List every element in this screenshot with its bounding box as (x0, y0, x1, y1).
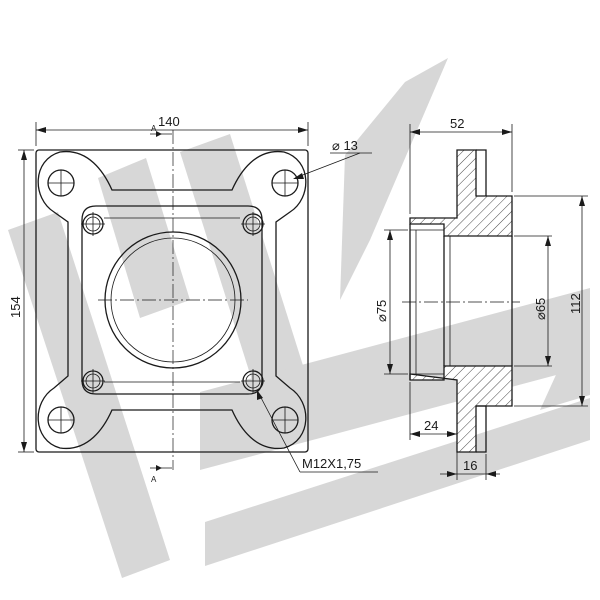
front-view: 140 A A 154 ⌀ 13 (8, 114, 378, 484)
dimension-side-height (514, 195, 588, 407)
leader-thread (257, 390, 378, 473)
spigot-label: 24 (424, 418, 438, 433)
watermark-logo (8, 58, 590, 578)
dimension-spigot (409, 382, 458, 454)
dimension-width-label: 140 (158, 114, 180, 129)
dimension-inner-dia (514, 235, 552, 367)
inner-dia-label: ⌀65 (533, 298, 548, 320)
inner-boss (81, 205, 263, 395)
plate-outline (35, 149, 309, 453)
leader-hole-dia (293, 152, 372, 179)
upper-section-wall (409, 149, 513, 237)
dimension-outer-dia (384, 229, 408, 375)
hole-dia-label: ⌀ 13 (332, 138, 358, 153)
section-mark-top-label: A (151, 124, 157, 133)
dimension-height-label: 154 (8, 296, 23, 318)
section-mark-top (150, 131, 172, 137)
dimension-length (409, 124, 513, 214)
dimension-flange (440, 454, 500, 480)
dimension-height (18, 149, 34, 453)
section-mark-bottom (150, 465, 172, 471)
lower-section-wall (409, 365, 513, 453)
outer-holes (47, 169, 299, 434)
section-mark-bottom-label: A (151, 475, 157, 484)
flange-profile (37, 151, 307, 449)
dimension-length-label: 52 (450, 116, 464, 131)
side-height-label: 112 (568, 293, 583, 314)
flange-label: 16 (463, 458, 477, 473)
dimension-width (35, 122, 309, 146)
flange-steps (476, 149, 487, 453)
thread-label: M12X1,75 (302, 456, 361, 471)
side-view: 52 ⌀75 ⌀65 112 (374, 116, 588, 480)
inner-boss-ledge (104, 217, 240, 383)
threaded-holes (81, 212, 265, 393)
outer-dia-label: ⌀75 (374, 300, 389, 322)
